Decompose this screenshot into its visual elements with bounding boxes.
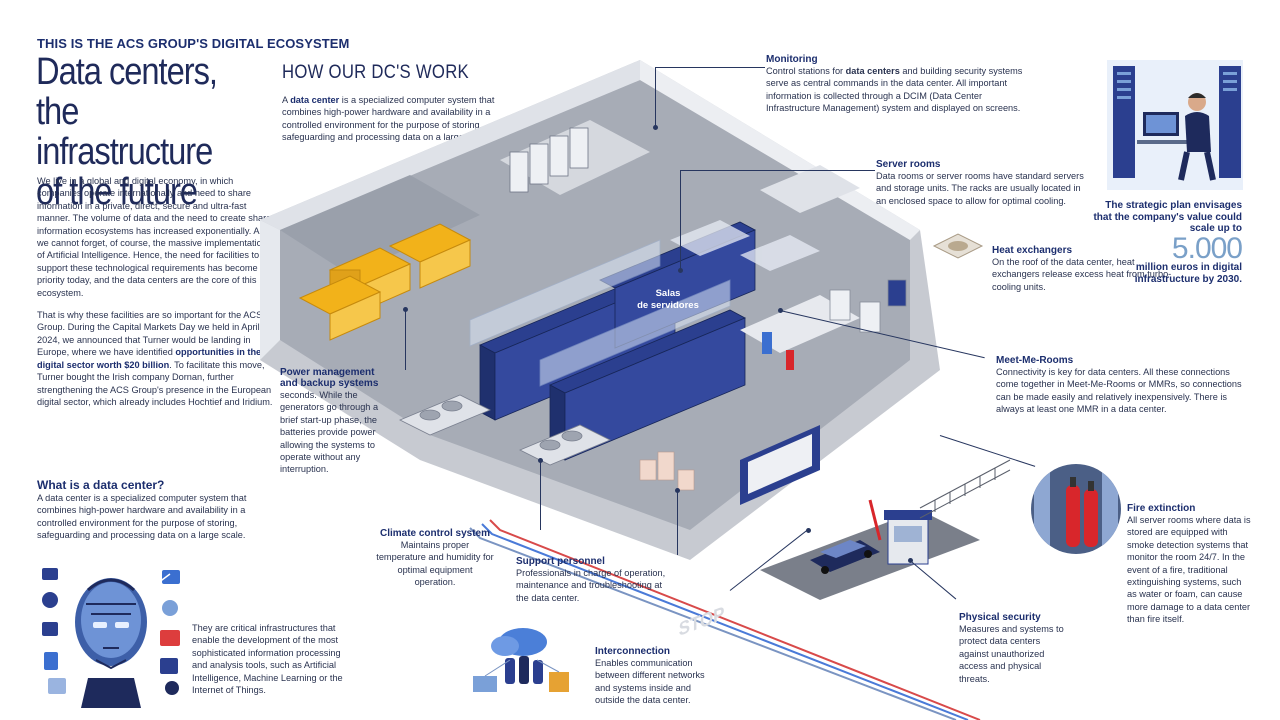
leader-dot-meet bbox=[778, 308, 783, 313]
meet-title: Meet-Me-Rooms bbox=[996, 355, 1074, 366]
ai-head-illustration bbox=[36, 560, 186, 708]
power-text: seconds. While the generators go through… bbox=[280, 390, 379, 475]
headline: Data centers, the infrastructure of the … bbox=[36, 51, 218, 213]
meet-text: Connectivity is key for data centers. Al… bbox=[996, 367, 1242, 415]
leader-dot-physical bbox=[908, 558, 913, 563]
callout-power: Power management and backup systems seco… bbox=[280, 367, 382, 476]
monitoring-text-post: and building security systems serve as c… bbox=[766, 66, 1023, 114]
callout-physical: Physical security Measures and systems t… bbox=[959, 612, 1069, 685]
callout-meet: Meet-Me-Rooms Connectivity is key for da… bbox=[996, 355, 1246, 416]
fire-title: Fire extinction bbox=[1127, 503, 1196, 514]
intro-paragraph-2: That is why these facilities are so impo… bbox=[37, 309, 277, 408]
cloud-network-illustration bbox=[465, 620, 573, 706]
security-booth bbox=[884, 510, 932, 565]
what-title: What is a data center? bbox=[37, 478, 165, 492]
monitoring-racks bbox=[509, 127, 589, 193]
rack-doors bbox=[670, 220, 820, 271]
heat-exchanger-icon bbox=[932, 233, 984, 259]
callout-support: Support personnel Professionals in charg… bbox=[516, 556, 676, 604]
power-title: Power management and backup systems bbox=[280, 367, 379, 389]
leader-monitoring bbox=[655, 67, 656, 127]
interconnection-cables bbox=[469, 519, 981, 720]
leader-server-rooms-v bbox=[680, 170, 681, 270]
server-rooms-title: Server rooms bbox=[876, 159, 941, 170]
leader-dot-climate bbox=[538, 458, 543, 463]
leader-dot-monitoring bbox=[653, 125, 658, 130]
callout-interconnection: Interconnection Enables communication be… bbox=[595, 646, 720, 707]
monitoring-title: Monitoring bbox=[766, 54, 818, 65]
physical-title: Physical security bbox=[959, 612, 1041, 623]
monitoring-text: Control stations for data centers and bu… bbox=[766, 65, 1031, 115]
how-title: HOW OUR DC'S WORK bbox=[282, 62, 469, 83]
fire-text: All server rooms where data is stored ar… bbox=[1127, 515, 1251, 625]
cooling-units bbox=[399, 394, 611, 466]
heat-title: Heat exchangers bbox=[992, 245, 1073, 256]
monitoring-text-bold: data centers bbox=[845, 66, 900, 76]
callout-server-rooms: Server rooms Data rooms or server rooms … bbox=[876, 159, 1091, 207]
leader-power bbox=[405, 310, 406, 370]
how-text-bold: data center bbox=[290, 95, 340, 105]
leader-server-rooms bbox=[680, 170, 875, 171]
interconnection-text: Enables communication between different … bbox=[595, 658, 705, 706]
leader-dot-support bbox=[675, 488, 680, 493]
leader-dot-power bbox=[403, 307, 408, 312]
salas-label-2: de servidores bbox=[637, 300, 699, 311]
stat-text-pre: The strategic plan envisages that the co… bbox=[1093, 200, 1242, 234]
how-text-pre: A bbox=[282, 95, 291, 105]
intro-p2-end: . To facilitate this move, Turner bought… bbox=[37, 359, 273, 407]
callout-climate: Climate control system Maintains proper … bbox=[376, 528, 494, 589]
support-title: Support personnel bbox=[516, 556, 605, 567]
leader-monitoring-h bbox=[655, 67, 765, 68]
how-text-post: is a specialized computer system that co… bbox=[282, 95, 495, 143]
intro-text: We live in a global and digital economy,… bbox=[37, 175, 277, 418]
interconnection-title: Interconnection bbox=[595, 646, 671, 657]
fence bbox=[919, 459, 1011, 519]
data-center-illustration: STOP Salas de servidores bbox=[260, 60, 1011, 720]
support-text: Professionals in charge of operation, ma… bbox=[516, 568, 666, 603]
heat-text: On the roof of the data center, heat exc… bbox=[992, 257, 1172, 292]
salas-label-1: Salas bbox=[656, 288, 681, 299]
stat-number: 5.000 bbox=[1171, 232, 1243, 265]
intro-paragraph-1: We live in a global and digital economy,… bbox=[37, 176, 277, 298]
how-text: A data center is a specialized computer … bbox=[282, 94, 522, 144]
climate-text: Maintains proper temperature and humidit… bbox=[376, 540, 494, 588]
leader-dot-interconnection bbox=[806, 528, 811, 533]
intro-p2-start: That is why these facilities are so impo… bbox=[37, 310, 263, 358]
leader-dot-server-rooms bbox=[678, 268, 683, 273]
leader-support bbox=[677, 490, 678, 555]
fire-extinguisher-illustration bbox=[1031, 464, 1121, 554]
support-room bbox=[639, 451, 695, 491]
generators bbox=[298, 223, 472, 341]
server-rooms-text: Data rooms or server rooms have standard… bbox=[876, 171, 1084, 206]
climate-title: Climate control system bbox=[379, 528, 491, 539]
car bbox=[810, 540, 880, 574]
what-text: A data center is a specialized computer … bbox=[37, 493, 247, 541]
callout-monitoring: Monitoring Control stations for data cen… bbox=[766, 54, 1031, 115]
monitoring-text-pre: Control stations for bbox=[766, 66, 846, 76]
stat-text-post: million euros in digital infrastructure … bbox=[1134, 262, 1242, 285]
critical-text: They are critical infrastructures that e… bbox=[192, 623, 343, 696]
callout-fire: Fire extinction All server rooms where d… bbox=[1127, 503, 1252, 626]
callout-heat: Heat exchangers On the roof of the data … bbox=[992, 245, 1182, 293]
intro-p2-bold: opportunities in the digital sector wort… bbox=[37, 347, 262, 370]
physical-text: Measures and systems to protect data cen… bbox=[959, 624, 1064, 684]
leader-climate bbox=[540, 460, 541, 530]
stop-marking: STOP bbox=[679, 602, 725, 640]
operator-illustration bbox=[1107, 60, 1243, 190]
kicker: THIS IS THE ACS GROUP'S DIGITAL ECOSYSTE… bbox=[37, 36, 350, 51]
